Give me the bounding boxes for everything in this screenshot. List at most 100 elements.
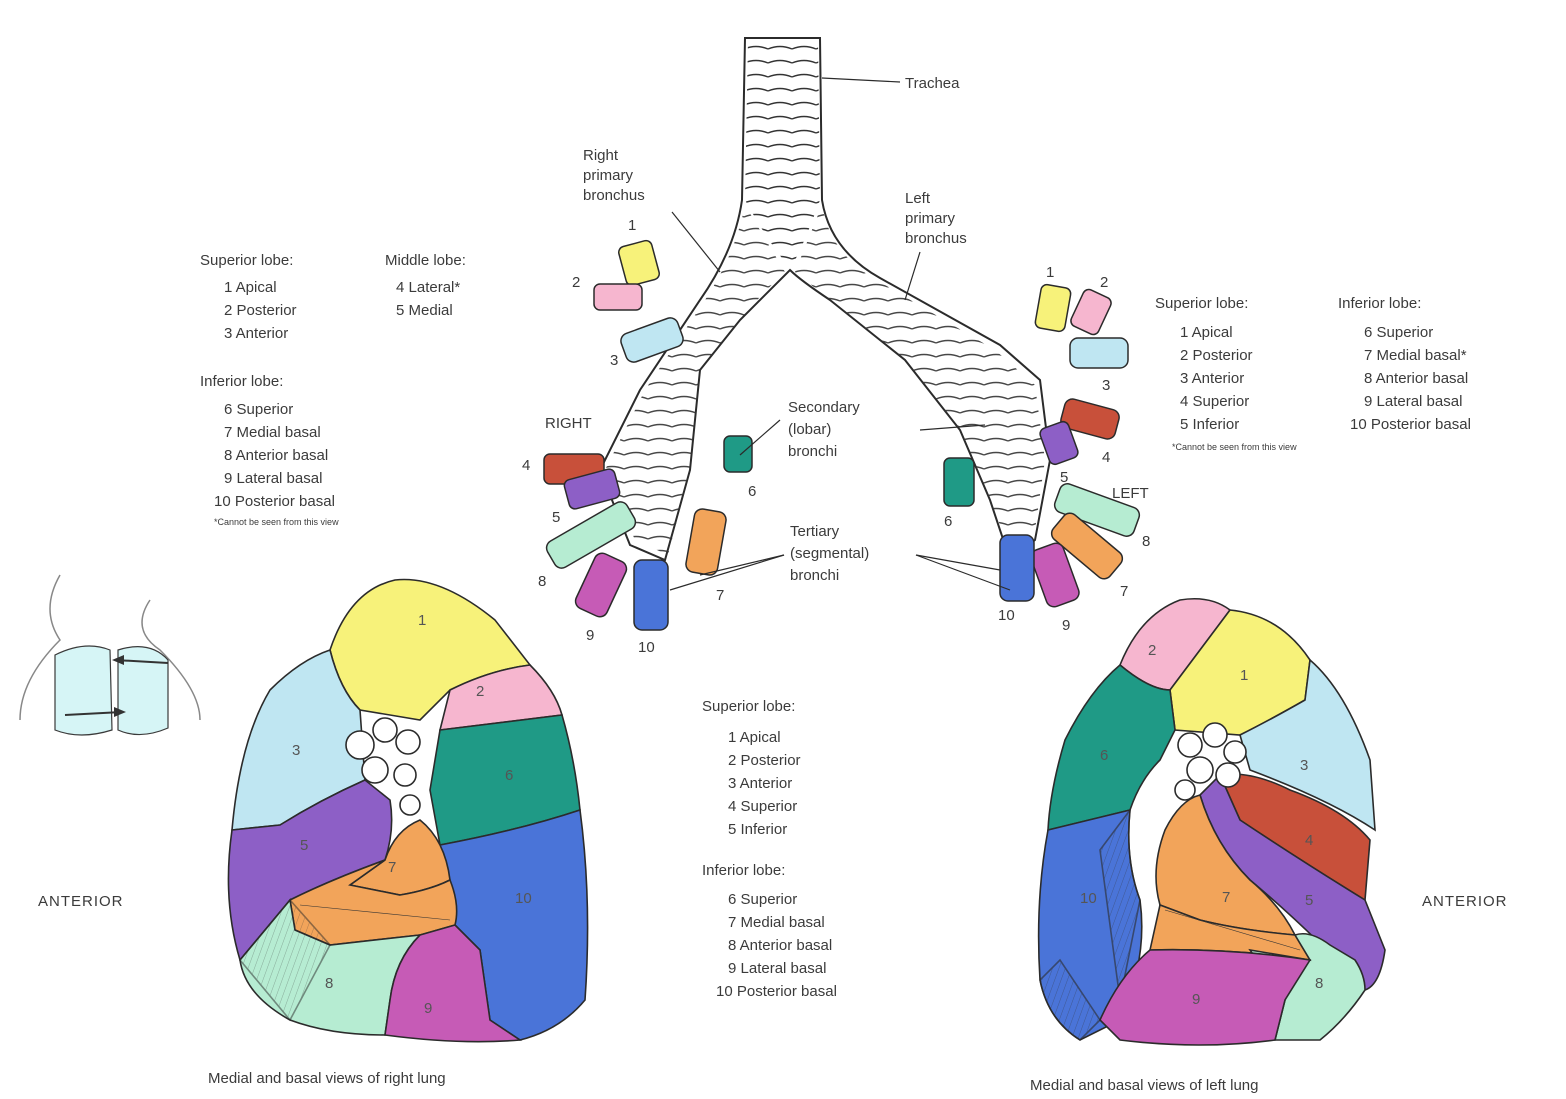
lb-num-3: 3 — [1102, 377, 1110, 394]
left-lung-medial-view — [1039, 599, 1385, 1045]
right-bronchus-7 — [685, 508, 728, 577]
left-bronchus-10 — [1000, 535, 1034, 601]
trachea-label: Trachea — [905, 75, 960, 92]
rb-num-8: 8 — [538, 573, 546, 590]
right-primary-bronchus-label: Right primary bronchus — [583, 147, 645, 204]
left-side-label: LEFT — [1112, 485, 1149, 502]
rl-num-7: 7 — [388, 859, 396, 876]
rl-inf-10: 10 Posterior basal — [214, 493, 335, 510]
rb-num-2: 2 — [572, 274, 580, 291]
right-bronchus-9 — [573, 551, 629, 620]
lb-num-9: 9 — [1062, 617, 1070, 634]
ll-seg-6 — [1048, 665, 1175, 830]
left-primary-bronchus-label: Left primary bronchus — [905, 190, 967, 247]
anterior-label-right: ANTERIOR — [1422, 893, 1508, 910]
tertiary-bronchi-label: Tertiary (segmental) bronchi — [790, 523, 869, 584]
lb-num-6: 6 — [944, 513, 952, 530]
left-bronchus-2 — [1069, 288, 1113, 337]
rb-num-9: 9 — [586, 627, 594, 644]
center-legend: Superior lobe: 1 Apical 2 Posterior 3 An… — [702, 698, 837, 1000]
tertiary-line-3: bronchi — [790, 567, 839, 584]
left-lung-caption: Medial and basal views of left lung — [1030, 1077, 1258, 1094]
secondary-line-1: Secondary — [788, 399, 860, 416]
right-bronchus-6 — [724, 436, 752, 472]
right-side-label: RIGHT — [545, 415, 592, 432]
anterior-label-left: ANTERIOR — [38, 893, 124, 910]
lb-num-8: 8 — [1142, 533, 1150, 550]
rl-num-8: 8 — [325, 975, 333, 992]
right-bronchus-1 — [617, 239, 660, 286]
rl-num-3: 3 — [292, 742, 300, 759]
rl-mid-4: 4 Lateral* — [396, 279, 460, 296]
rl-num-9: 9 — [424, 1000, 432, 1017]
ll-num-9: 9 — [1192, 991, 1200, 1008]
ll-inf-7: 7 Medial basal* — [1364, 347, 1467, 364]
rl-mid-5: 5 Medial — [396, 302, 453, 319]
ll-num-6: 6 — [1100, 747, 1108, 764]
lb-num-1: 1 — [1046, 264, 1054, 281]
cl-superior-title: Superior lobe: — [702, 698, 795, 715]
bronchial-tree — [544, 38, 1142, 630]
lb-num-2: 2 — [1100, 274, 1108, 291]
rb-num-7: 7 — [716, 587, 724, 604]
cl-sup-3: 3 Anterior — [728, 775, 792, 792]
ll-num-2: 2 — [1148, 642, 1156, 659]
ll-sup-3: 3 Anterior — [1180, 370, 1244, 387]
rl-num-10: 10 — [515, 890, 532, 907]
ll-inf-6: 6 Superior — [1364, 324, 1433, 341]
right-primary-line-3: bronchus — [583, 187, 645, 204]
cl-sup-2: 2 Posterior — [728, 752, 801, 769]
cl-inf-6: 6 Superior — [728, 891, 797, 908]
ll-sup-2: 2 Posterior — [1180, 347, 1253, 364]
secondary-line-2: (lobar) — [788, 421, 831, 438]
rb-num-10: 10 — [638, 639, 655, 656]
rb-num-1: 1 — [628, 217, 636, 234]
secondary-bronchi-label: Secondary (lobar) bronchi — [788, 399, 860, 460]
rl-num-1: 1 — [418, 612, 426, 629]
ll-num-5: 5 — [1305, 892, 1313, 909]
right-bronchus-10 — [634, 560, 668, 630]
cl-inf-10: 10 Posterior basal — [716, 983, 837, 1000]
left-bronchus-3 — [1070, 338, 1128, 368]
left-bronchus-1 — [1034, 284, 1071, 333]
rl-inferior-title: Inferior lobe: — [200, 373, 283, 390]
rl-num-6: 6 — [505, 767, 513, 784]
rl-sup-2: 2 Posterior — [224, 302, 297, 319]
right-lung-caption: Medial and basal views of right lung — [208, 1070, 446, 1087]
ll-num-8: 8 — [1315, 975, 1323, 992]
thumbnail-lungs — [55, 646, 168, 735]
ll-sup-5: 5 Inferior — [1180, 416, 1239, 433]
rb-num-3: 3 — [610, 352, 618, 369]
rb-num-6: 6 — [748, 483, 756, 500]
cl-sup-4: 4 Superior — [728, 798, 797, 815]
right-bronchus-2 — [594, 284, 642, 310]
cl-inf-8: 8 Anterior basal — [728, 937, 832, 954]
rb-num-5: 5 — [552, 509, 560, 526]
orientation-thumbnail — [20, 575, 200, 735]
rl-sup-1: 1 Apical — [224, 279, 277, 296]
right-primary-line-2: primary — [583, 167, 634, 184]
tertiary-line-2: (segmental) — [790, 545, 869, 562]
ll-superior-title: Superior lobe: — [1155, 295, 1248, 312]
lb-num-10: 10 — [998, 607, 1015, 624]
ll-num-4: 4 — [1305, 832, 1313, 849]
ll-sup-4: 4 Superior — [1180, 393, 1249, 410]
ll-inf-8: 8 Anterior basal — [1364, 370, 1468, 387]
rl-num-5: 5 — [300, 837, 308, 854]
rl-inf-8: 8 Anterior basal — [224, 447, 328, 464]
right-primary-line-1: Right — [583, 147, 619, 164]
rl-inf-6: 6 Superior — [224, 401, 293, 418]
left-bronchus-6 — [944, 458, 974, 506]
ll-num-10: 10 — [1080, 890, 1097, 907]
rl-inf-7: 7 Medial basal — [224, 424, 321, 441]
cl-inferior-title: Inferior lobe: — [702, 862, 785, 879]
ll-num-1: 1 — [1240, 667, 1248, 684]
lb-num-4: 4 — [1102, 449, 1110, 466]
ll-inf-9: 9 Lateral basal — [1364, 393, 1462, 410]
lb-num-5: 5 — [1060, 469, 1068, 486]
left-lung-legend: Superior lobe: 1 Apical 2 Posterior 3 An… — [1155, 295, 1471, 452]
ll-inf-10: 10 Posterior basal — [1350, 416, 1471, 433]
cl-inf-7: 7 Medial basal — [728, 914, 825, 931]
rl-sup-3: 3 Anterior — [224, 325, 288, 342]
